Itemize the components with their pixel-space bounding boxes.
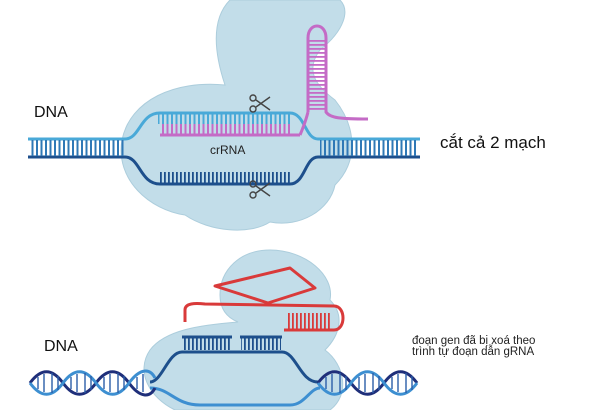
guide-rna <box>183 266 345 332</box>
scissors-icon <box>249 94 271 113</box>
dna-helix-right <box>316 370 419 396</box>
dna-label-top: DNA <box>34 104 68 121</box>
dna-helix-left <box>28 369 157 397</box>
non-target-strand-top <box>124 155 319 186</box>
cas9-protein-bottom <box>143 249 344 410</box>
deleted-caption-line-2: trình tự đoạn dẫn gRNA <box>412 346 535 358</box>
scissors-icon <box>249 180 271 199</box>
deleted-caption-line-1: đoạn gen đã bị xoá theo <box>412 335 536 347</box>
cut-both-strands-label: cắt cả 2 mạch <box>440 133 546 152</box>
crrna-strand <box>160 24 369 137</box>
dna-duplex-right-top <box>318 137 420 159</box>
crrna-label: crRNA <box>210 143 246 157</box>
dna-label-bottom: DNA <box>44 338 78 355</box>
deleted-segment-caption: đoạn gen đã bị xoá theo trình tự đoạn dẫ… <box>412 335 536 358</box>
dna-duplex-left-top <box>28 137 125 159</box>
target-dna-bound <box>149 335 321 407</box>
target-strand-top <box>124 111 319 141</box>
